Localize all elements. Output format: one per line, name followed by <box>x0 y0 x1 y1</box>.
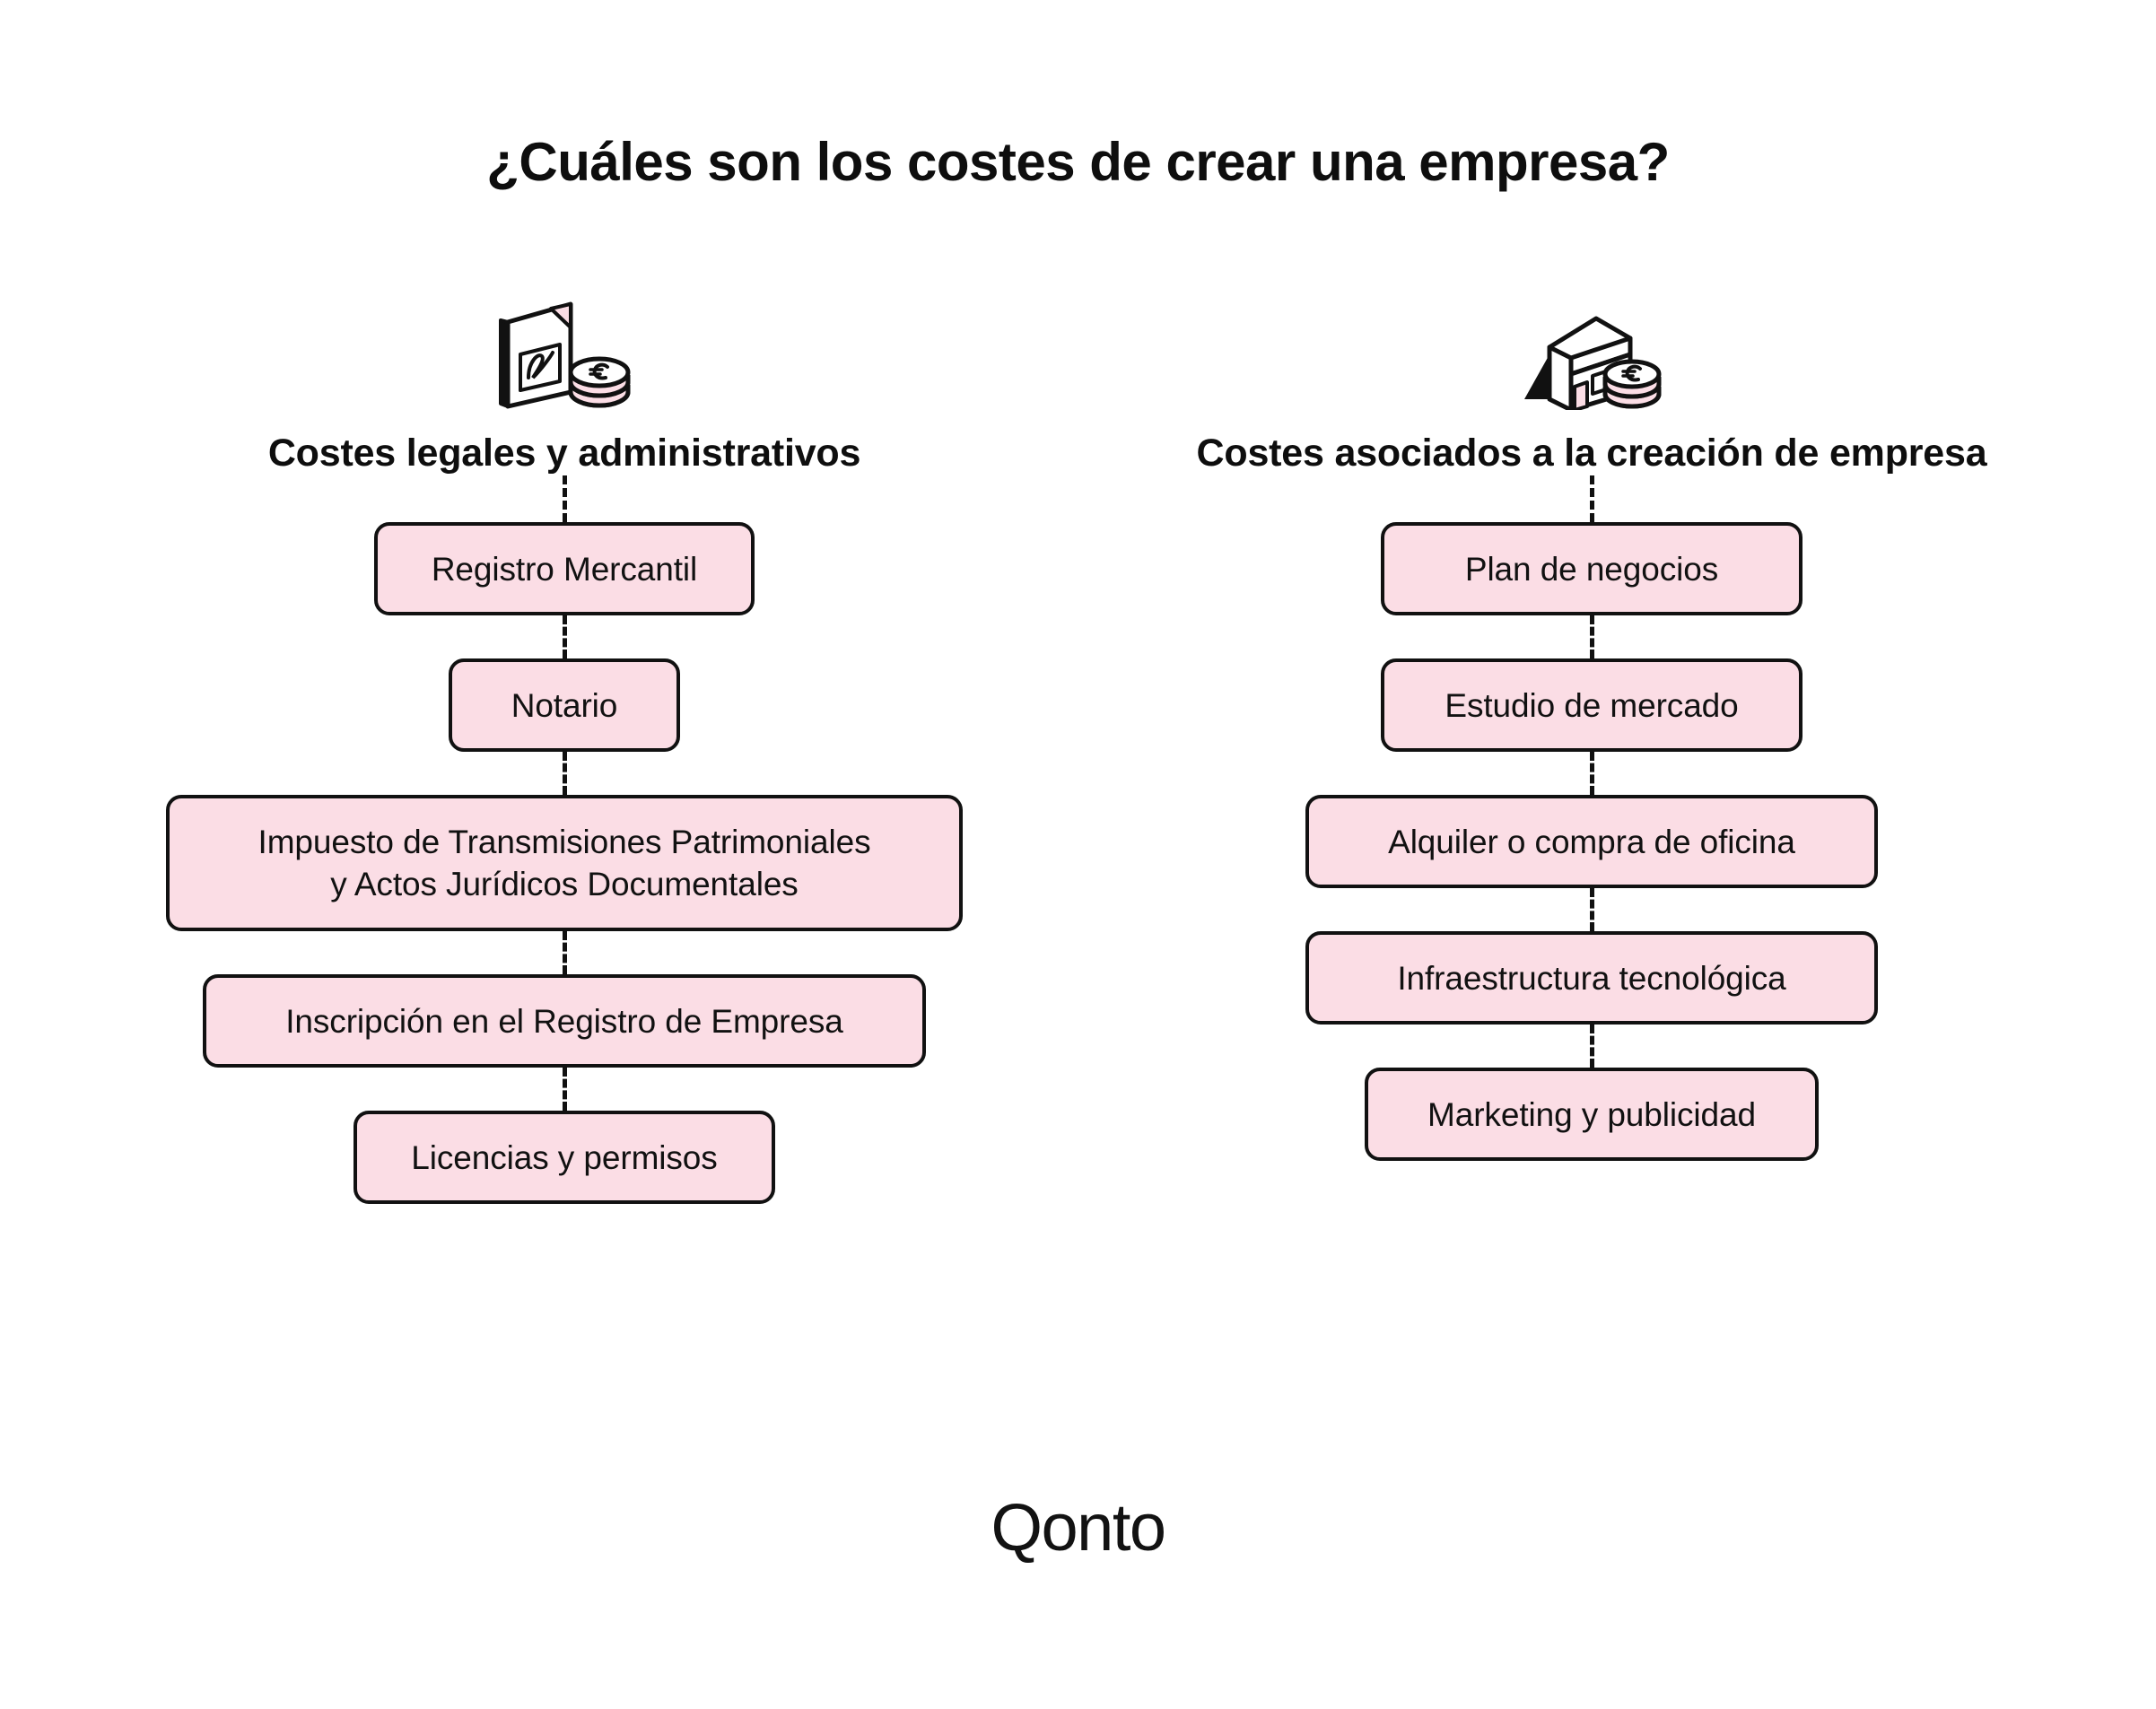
node-label: Marketing y publicidad <box>1427 1095 1756 1133</box>
column-heading: Costes legales y administrativos <box>267 432 861 475</box>
node-alquiler-compra-oficina[interactable]: Alquiler o compra de oficina <box>1305 795 1878 889</box>
storefront-with-coins-icon <box>1511 298 1672 411</box>
connector-dashed <box>562 931 567 975</box>
connector-dashed <box>1589 615 1594 659</box>
node-label: Notario <box>511 686 618 724</box>
page-title: ¿Cuáles son los costes de crear una empr… <box>486 132 1670 192</box>
connector-dashed <box>562 475 567 523</box>
node-licencias-permisos[interactable]: Licencias y permisos <box>354 1111 775 1205</box>
footer: Qonto <box>0 1495 2156 1561</box>
qonto-logo: Qonto <box>991 1490 1166 1565</box>
signed-document-with-coins-icon <box>484 298 645 410</box>
node-label: Alquiler o compra de oficina <box>1388 823 1795 860</box>
node-inscripcion-registro-empresa[interactable]: Inscripción en el Registro de Empresa <box>203 974 926 1068</box>
node-label: Registro Mercantil <box>431 550 698 588</box>
connector-dashed <box>1589 1025 1594 1068</box>
node-label: Plan de negocios <box>1464 550 1719 588</box>
connector-dashed <box>562 752 567 796</box>
connector-dashed <box>1589 888 1594 932</box>
node-notario[interactable]: Notario <box>449 658 680 753</box>
connector-dashed <box>562 615 567 659</box>
node-label: Licencias y permisos <box>411 1138 718 1176</box>
column-creation-costs: Costes asociados a la creación de empres… <box>1078 298 2106 1162</box>
node-label-line-1: Impuesto de Transmisiones Patrimoniales <box>257 823 871 860</box>
node-list-creation-costs: Plan de negocios Estudio de mercado Alqu… <box>1305 522 1878 1162</box>
node-infraestructura-tecnologica[interactable]: Infraestructura tecnológica <box>1305 931 1878 1025</box>
connector-dashed <box>1589 752 1594 796</box>
node-plan-de-negocios[interactable]: Plan de negocios <box>1381 522 1802 616</box>
column-legal-administrative: Costes legales y administrativos Registr… <box>51 298 1078 1205</box>
node-label-line-2: y Actos Jurídicos Documentales <box>330 866 799 903</box>
connector-dashed <box>562 1068 567 1112</box>
node-estudio-de-mercado[interactable]: Estudio de mercado <box>1381 658 1802 753</box>
node-registro-mercantil[interactable]: Registro Mercantil <box>374 522 755 616</box>
node-impuesto-transmisiones[interactable]: Impuesto de Transmisiones Patrimoniales … <box>166 795 963 932</box>
node-label: Inscripción en el Registro de Empresa <box>285 1002 843 1040</box>
node-marketing-publicidad[interactable]: Marketing y publicidad <box>1365 1068 1819 1162</box>
node-label: Infraestructura tecnológica <box>1397 959 1786 997</box>
node-list-legal-administrative: Registro Mercantil Notario Impuesto de T… <box>166 522 963 1205</box>
column-heading: Costes asociados a la creación de empres… <box>1196 432 1987 475</box>
connector-dashed <box>1589 475 1594 523</box>
node-label: Estudio de mercado <box>1445 686 1739 724</box>
columns-container: Costes legales y administrativos Registr… <box>0 298 2156 1205</box>
